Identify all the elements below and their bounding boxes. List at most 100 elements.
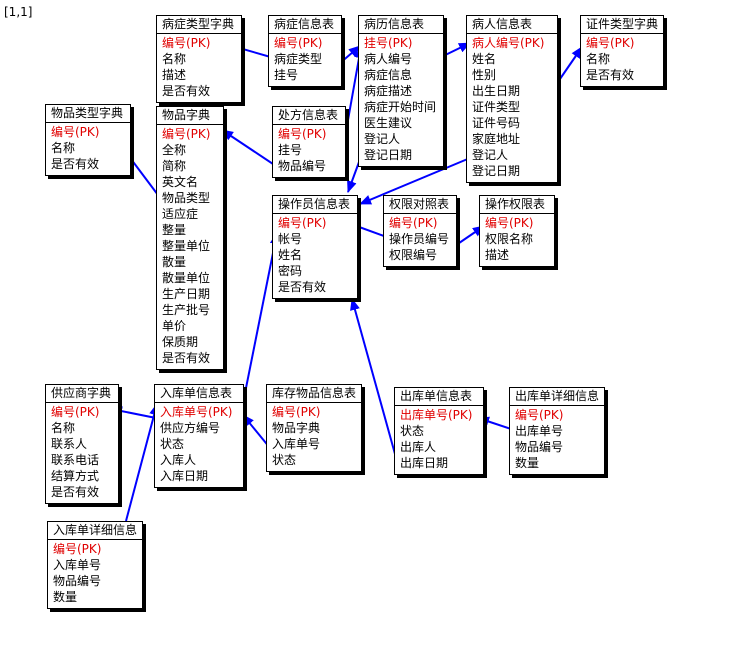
field: 生产日期	[162, 287, 211, 301]
field: 权限名称	[485, 232, 534, 246]
table-inbound-order[interactable]: 入库单信息表 入库单号(PK) 供应方编号 状态 入库人 入库日期	[154, 384, 244, 488]
table-operation-permission[interactable]: 操作权限表 编号(PK) 权限名称 描述	[479, 195, 555, 267]
field: 名称	[586, 52, 611, 66]
field-primary-key: 编号(PK)	[162, 127, 211, 141]
field: 保质期	[162, 335, 199, 349]
field-primary-key: 编号(PK)	[586, 36, 635, 50]
field: 出库单号	[515, 424, 564, 438]
coordinate-label: [1,1]	[4, 5, 33, 19]
field: 病症信息	[364, 68, 413, 82]
field: 是否有效	[162, 351, 211, 365]
table-title: 病症信息表	[269, 16, 341, 34]
link-prescription-to-item-dict	[221, 129, 277, 167]
table-operator-info[interactable]: 操作员信息表 编号(PK) 帐号 姓名 密码 是否有效	[272, 195, 358, 299]
table-title: 病人信息表	[467, 16, 557, 34]
field: 登记日期	[364, 148, 413, 162]
field: 结算方式	[51, 469, 100, 483]
field: 是否有效	[278, 280, 327, 294]
field: 数量	[515, 456, 540, 470]
field-primary-key: 入库单号(PK)	[160, 405, 233, 419]
field: 入库单号	[53, 558, 102, 572]
field: 英文名	[162, 175, 199, 189]
table-title: 入库单信息表	[155, 385, 243, 403]
field: 密码	[278, 264, 303, 278]
field: 出库人	[400, 440, 437, 454]
field: 挂号	[278, 143, 303, 157]
field-primary-key: 挂号(PK)	[364, 36, 413, 50]
field: 姓名	[472, 52, 497, 66]
field: 物品编号	[515, 440, 564, 454]
field: 状态	[272, 453, 297, 467]
table-supplier-dict[interactable]: 供应商字典 编号(PK) 名称 联系人 联系电话 结算方式 是否有效	[45, 384, 119, 504]
field: 入库日期	[160, 469, 209, 483]
field: 是否有效	[162, 84, 211, 98]
field: 物品字典	[272, 421, 321, 435]
table-permission-map[interactable]: 权限对照表 编号(PK) 操作员编号 权限编号	[383, 195, 457, 267]
table-inbound-detail[interactable]: 入库单详细信息 编号(PK) 入库单号 物品编号 数量	[47, 521, 143, 609]
field-primary-key: 病人编号(PK)	[472, 36, 545, 50]
field: 整量单位	[162, 239, 211, 253]
table-title: 病历信息表	[359, 16, 443, 34]
field: 登记人	[472, 148, 509, 162]
table-title: 库存物品信息表	[267, 385, 361, 403]
table-prescription-info[interactable]: 处方信息表 编号(PK) 挂号 物品编号	[272, 106, 346, 178]
table-title: 操作员信息表	[273, 196, 357, 214]
field-primary-key: 编号(PK)	[274, 36, 323, 50]
field: 出生日期	[472, 84, 521, 98]
table-cert-type-dict[interactable]: 证件类型字典 编号(PK) 名称 是否有效	[580, 15, 664, 87]
field: 名称	[51, 421, 76, 435]
table-title: 入库单详细信息	[48, 522, 142, 540]
table-title: 出库单信息表	[395, 388, 483, 406]
field: 姓名	[278, 248, 303, 262]
field: 描述	[485, 248, 510, 262]
table-patient-info[interactable]: 病人信息表 病人编号(PK) 姓名 性别 出生日期 证件类型 证件号码 家庭地址…	[466, 15, 558, 183]
table-title: 出库单详细信息	[510, 388, 604, 406]
field: 登记人	[364, 132, 401, 146]
table-title: 病症类型字典	[157, 16, 241, 34]
field: 病症描述	[364, 84, 413, 98]
field-primary-key: 编号(PK)	[515, 408, 564, 422]
field: 帐号	[278, 232, 303, 246]
field: 物品类型	[162, 191, 211, 205]
table-disease-type-dict[interactable]: 病症类型字典 编号(PK) 名称 描述 是否有效	[156, 15, 242, 103]
table-outbound-order[interactable]: 出库单信息表 出库单号(PK) 状态 出库人 出库日期	[394, 387, 484, 475]
field-primary-key: 出库单号(PK)	[400, 408, 473, 422]
table-item-dict[interactable]: 物品字典 编号(PK) 全称 简称 英文名 物品类型 适应症 整量 整量单位 散…	[156, 106, 224, 370]
field-primary-key: 编号(PK)	[51, 405, 100, 419]
table-medical-record[interactable]: 病历信息表 挂号(PK) 病人编号 病症信息 病症描述 病症开始时间 医生建议 …	[358, 15, 444, 167]
field-primary-key: 编号(PK)	[53, 542, 102, 556]
field-primary-key: 编号(PK)	[389, 216, 438, 230]
field: 供应方编号	[160, 421, 221, 435]
field: 医生建议	[364, 116, 413, 130]
table-disease-info[interactable]: 病症信息表 编号(PK) 病症类型 挂号	[268, 15, 342, 87]
field: 状态	[400, 424, 425, 438]
table-title: 证件类型字典	[581, 16, 663, 34]
field: 整量	[162, 223, 187, 237]
table-title: 处方信息表	[273, 107, 345, 125]
field: 是否有效	[586, 68, 635, 82]
field: 联系电话	[51, 453, 100, 467]
field: 权限编号	[389, 248, 438, 262]
field: 操作员编号	[389, 232, 450, 246]
table-title: 权限对照表	[384, 196, 456, 214]
field: 病人编号	[364, 52, 413, 66]
field-primary-key: 编号(PK)	[272, 405, 321, 419]
field-primary-key: 编号(PK)	[162, 36, 211, 50]
field-primary-key: 编号(PK)	[278, 216, 327, 230]
table-title: 物品字典	[157, 107, 223, 125]
field: 散量单位	[162, 271, 211, 285]
field: 物品编号	[53, 574, 102, 588]
field: 入库单号	[272, 437, 321, 451]
table-item-type-dict[interactable]: 物品类型字典 编号(PK) 名称 是否有效	[45, 104, 131, 176]
field: 散量	[162, 255, 187, 269]
table-title: 供应商字典	[46, 385, 118, 403]
field: 物品编号	[278, 159, 327, 173]
field: 简称	[162, 159, 187, 173]
field: 生产批号	[162, 303, 211, 317]
field: 适应症	[162, 207, 199, 221]
field: 状态	[160, 437, 185, 451]
field: 描述	[162, 68, 187, 82]
table-stock-item-info[interactable]: 库存物品信息表 编号(PK) 物品字典 入库单号 状态	[266, 384, 362, 472]
table-outbound-detail[interactable]: 出库单详细信息 编号(PK) 出库单号 物品编号 数量	[509, 387, 605, 475]
field: 全称	[162, 143, 187, 157]
